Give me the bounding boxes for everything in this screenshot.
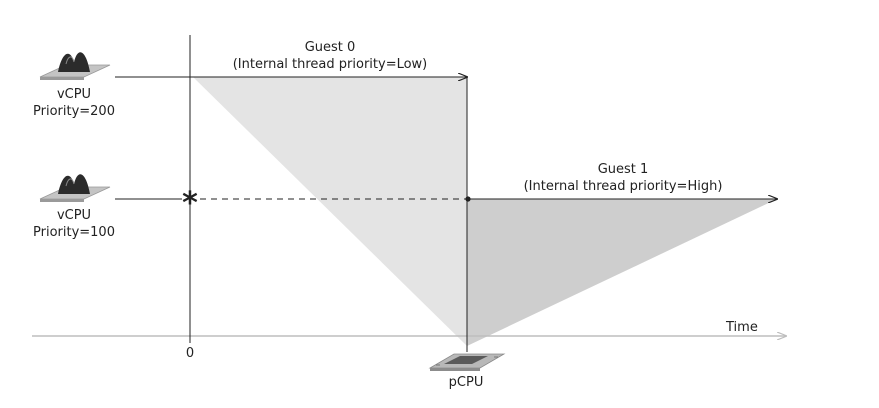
vcpu-bottom-label: vCPU bbox=[57, 208, 91, 223]
vcpu-top-label: vCPU bbox=[57, 87, 91, 102]
vcpu-top-chip-icon bbox=[39, 52, 111, 80]
guest1-title: Guest 1 bbox=[598, 162, 649, 177]
vcpu-top-priority: Priority=200 bbox=[33, 104, 115, 119]
time-axis-label: Time bbox=[725, 320, 758, 335]
pcpu-label: pCPU bbox=[449, 375, 484, 390]
event-marker: * bbox=[182, 186, 198, 221]
guest1-subtitle: (Internal thread priority=High) bbox=[524, 179, 723, 194]
guest0-region bbox=[193, 77, 467, 346]
vcpu-bottom-priority: Priority=100 bbox=[33, 225, 115, 240]
origin-label: 0 bbox=[186, 346, 194, 361]
guest0-subtitle: (Internal thread priority=Low) bbox=[233, 57, 428, 72]
pcpu-chip-icon bbox=[428, 353, 506, 371]
guest1-region bbox=[467, 199, 777, 346]
vcpu-bottom-chip-icon bbox=[39, 174, 111, 202]
guest0-title: Guest 0 bbox=[305, 40, 356, 55]
switch-point bbox=[465, 196, 471, 202]
